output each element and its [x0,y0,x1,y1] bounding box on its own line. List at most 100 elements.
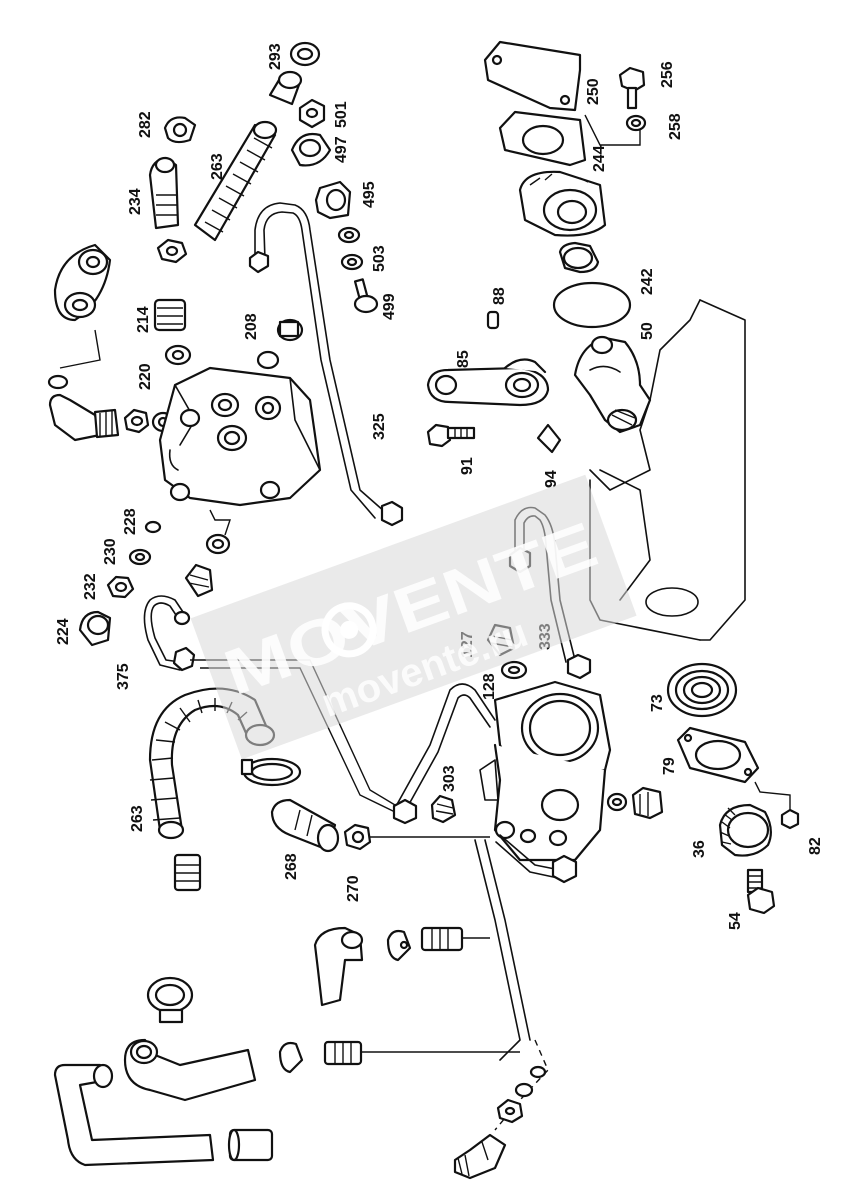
part-258 [625,114,647,132]
pipe-lower-right [495,834,578,884]
label-50: 50 [639,322,656,340]
label-244: 244 [591,145,608,172]
part-91 [426,423,476,448]
pipe-long-bottom [474,839,549,1131]
washer-chain-1 [529,1065,547,1079]
part-224 [78,610,112,647]
label-82: 82 [807,837,824,855]
elbow-fitting-bottom [453,1133,507,1180]
washer-right-hole [611,797,623,807]
hose-large-lower [123,1038,257,1102]
fitting-263-bottom [173,853,202,892]
label-242: 242 [639,268,656,295]
part-214 [153,298,187,332]
part-263-upper-hose [193,120,278,242]
part-number-labels: 293 282 263 234 501 497 495 503 499 214 … [55,43,824,930]
fitting-middle [420,926,464,952]
part-36-gear [718,803,772,857]
label-375: 375 [115,663,132,690]
lower-compressor-body [479,680,612,862]
label-263-lower: 263 [129,805,146,832]
part-293 [268,41,321,106]
part-234 [148,156,180,230]
part-double-fitting [53,243,112,322]
part-208 [256,318,304,370]
part-220 [164,344,192,366]
label-258: 258 [667,113,684,140]
part-elbow-left [48,393,175,442]
label-224: 224 [55,618,72,645]
label-79: 79 [661,757,678,775]
part-501 [298,98,326,129]
part-503 [337,226,364,271]
part-232 [106,575,135,599]
part-82 [780,808,800,830]
label-497: 497 [333,136,350,163]
label-228: 228 [122,508,139,535]
label-503: 503 [371,245,388,272]
leader-housing-lower [209,509,231,536]
label-128: 128 [481,673,498,700]
washer-chain-2 [514,1082,534,1098]
part-128 [500,660,528,680]
fitting-lower [323,1040,363,1066]
part-cover-housing [518,170,607,237]
label-263-upper: 263 [209,153,226,180]
part-270 [343,823,372,851]
part-54 [746,868,776,915]
part-230 [128,548,152,566]
part-88 [486,310,500,330]
hose-clamp [240,757,302,787]
part-268 [270,798,340,853]
fitting-right [631,786,664,820]
leader-79-82 [754,781,791,810]
part-242 [552,281,632,329]
upper-compressor-housing [158,366,322,507]
sleeve-bottom [227,1128,274,1162]
label-268: 268 [283,853,300,880]
label-282: 282 [137,111,154,138]
watermark-band [190,474,637,760]
label-499: 499 [381,293,398,320]
part-228 [144,520,162,534]
washer-chain-3 [504,1106,516,1116]
label-88: 88 [491,287,508,305]
part-79-plate [676,726,760,784]
part-282 [163,116,197,144]
label-250: 250 [585,78,602,105]
label-54: 54 [727,912,744,930]
pipe-303 [392,683,496,825]
label-214: 214 [135,306,152,333]
label-220: 220 [137,363,154,390]
part-256 [618,66,646,110]
watermark-logo [321,602,377,658]
part-50-crankshaft [573,335,652,434]
label-208: 208 [243,313,260,340]
label-325: 325 [371,413,388,440]
label-256: 256 [659,61,676,88]
washer-bottom-1-hole [211,538,225,550]
part-499 [353,278,379,314]
label-293: 293 [267,43,284,70]
hose-clip-middle [386,929,412,962]
label-91: 91 [459,457,476,475]
part-244 [498,110,587,167]
hose-clip-lower [278,1041,304,1074]
part-85-connecting-rod [426,358,550,407]
label-501: 501 [333,101,350,128]
leader-double-fitting [59,329,101,369]
label-234: 234 [127,188,144,215]
label-94: 94 [543,470,560,488]
part-250 [483,40,582,112]
part-bushing [558,241,600,274]
label-232: 232 [82,573,99,600]
hose-clamp-lower [146,976,194,1024]
hose-elbow-middle [313,926,364,1007]
leader-256-258 [584,114,641,146]
label-495: 495 [361,181,378,208]
label-85: 85 [455,350,472,368]
hose-long-l [53,1063,215,1167]
part-303 [430,794,457,824]
